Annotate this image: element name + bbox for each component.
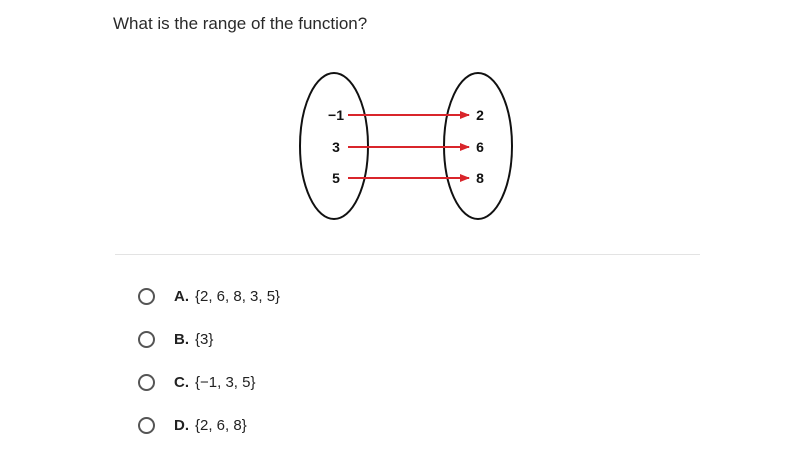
answer-choice-a[interactable]: A. {2, 6, 8, 3, 5} — [138, 282, 280, 310]
domain-value: 5 — [332, 170, 340, 186]
mapping-diagram: −1 3 5 2 6 8 — [299, 72, 513, 220]
radio-button[interactable] — [138, 416, 155, 434]
question-text: What is the range of the function? — [113, 14, 368, 33]
choice-text: {3} — [195, 330, 214, 348]
radio-button[interactable] — [138, 373, 155, 391]
radio-button[interactable] — [138, 287, 155, 305]
domain-value: 3 — [332, 139, 340, 155]
choice-text: {2, 6, 8, 3, 5} — [195, 287, 281, 305]
domain-value: −1 — [328, 107, 344, 123]
choice-text: {2, 6, 8} — [195, 416, 247, 434]
choice-letter: B. — [174, 330, 189, 348]
choice-text: {−1, 3, 5} — [195, 373, 256, 391]
answer-choice-c[interactable]: C. {−1, 3, 5} — [138, 368, 280, 396]
answer-choice-d[interactable]: D. {2, 6, 8} — [138, 411, 280, 439]
choice-letter: D. — [174, 416, 189, 434]
choice-letter: A. — [174, 287, 189, 305]
choice-letter: C. — [174, 373, 189, 391]
range-value: 2 — [476, 107, 484, 123]
radio-button[interactable] — [138, 330, 155, 348]
answer-choice-b[interactable]: B. {3} — [138, 325, 280, 353]
divider — [115, 254, 700, 255]
range-value: 8 — [476, 170, 484, 186]
range-value: 6 — [476, 139, 484, 155]
answer-choices: A. {2, 6, 8, 3, 5} B. {3} C. {−1, 3, 5} … — [138, 282, 280, 450]
